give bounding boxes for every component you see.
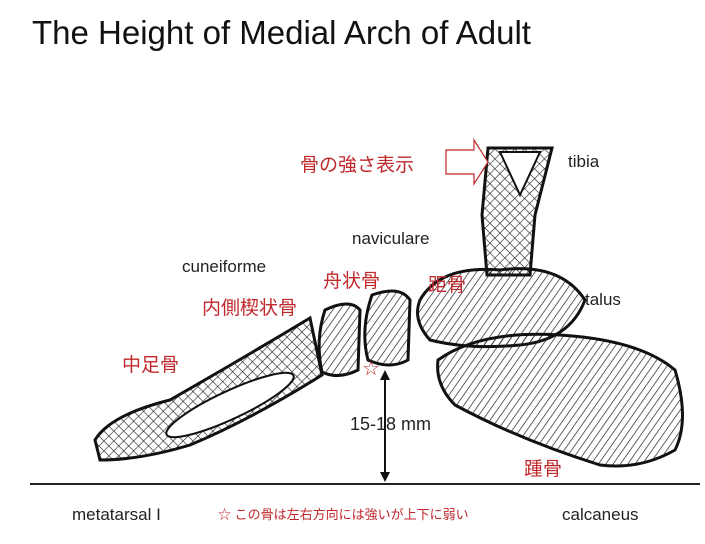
label-naviculare: naviculare <box>352 229 430 248</box>
jp-label-metatarsal: 中足骨 <box>122 355 180 376</box>
jp-label-calcaneus: 踵骨 <box>524 459 563 480</box>
label-height: 15-18 mm <box>350 414 432 434</box>
label-tibia: tibia <box>568 152 600 171</box>
label-cuneiforme: cuneiforme <box>182 257 267 276</box>
page-title: The Height of Medial Arch of Adult <box>32 14 531 51</box>
jp-label-strength: 骨の強さ表示 <box>300 155 415 176</box>
talus-bone <box>416 267 587 349</box>
jp-label-talus: 距骨 <box>428 275 467 296</box>
label-metatarsal: metatarsal I <box>72 505 161 524</box>
jp-label-navicular: 舟状骨 <box>323 271 381 292</box>
navicular-bone <box>363 289 412 367</box>
calcaneus-bone <box>436 332 684 468</box>
label-calcaneus: calcaneus <box>562 505 639 524</box>
strength-arrow-icon <box>445 137 489 187</box>
jp-label-cuneiform: 内側楔状骨 <box>202 298 298 319</box>
cuneiform-bone <box>317 302 362 377</box>
star-marker-icon: ☆ <box>362 358 380 380</box>
annotation-note: ☆ この骨は左右方向には強いが上下に弱い <box>218 507 469 522</box>
metatarsal-bone <box>93 315 324 462</box>
label-talus: talus <box>585 290 621 309</box>
